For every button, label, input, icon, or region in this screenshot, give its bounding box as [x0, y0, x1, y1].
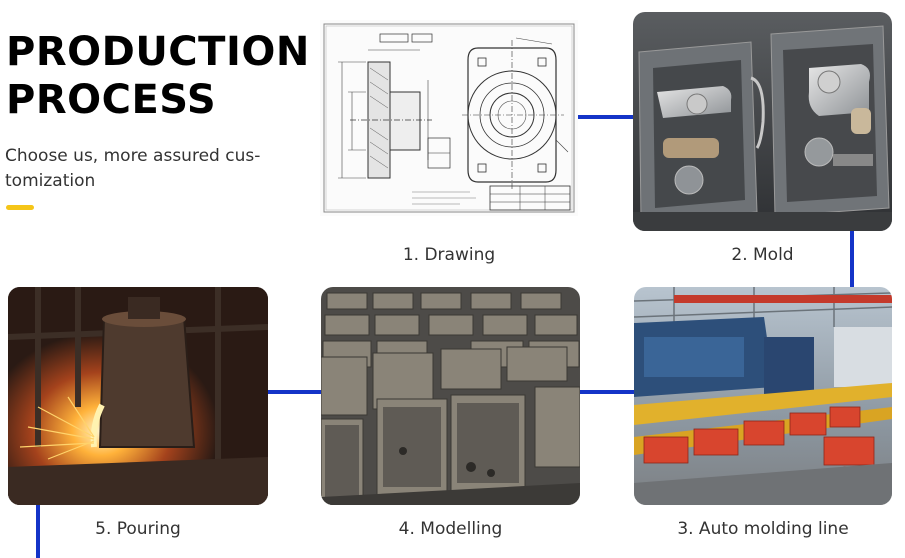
molding-line-image [634, 287, 892, 505]
step-5-caption: 5. Pouring [95, 519, 181, 539]
pouring-image [8, 287, 268, 505]
page-title: PRODUCTION PROCESS [6, 28, 310, 124]
step-3-caption: 3. Auto molding line [677, 519, 849, 539]
drawing-image [320, 20, 578, 216]
title-line-2: PROCESS [6, 77, 217, 123]
mold-image [633, 12, 892, 231]
connector-mold-to-molding-line [850, 231, 854, 287]
step-2-caption: 2. Mold [731, 245, 794, 265]
subtitle-line-1: Choose us, more assured cus- [5, 146, 261, 166]
connector-molding-line-to-modelling [580, 390, 634, 394]
title-line-1: PRODUCTION [6, 29, 310, 75]
subtitle-line-2: tomization [5, 171, 96, 191]
step-4-caption: 4. Modelling [398, 519, 503, 539]
connector-drawing-to-mold [578, 115, 634, 119]
connector-pouring-down [36, 505, 40, 558]
subtitle: Choose us, more assured cus- tomization [5, 144, 295, 194]
step-1-caption: 1. Drawing [402, 245, 496, 265]
connector-modelling-to-pouring [268, 390, 321, 394]
modelling-image [321, 287, 580, 505]
accent-bar [6, 205, 34, 210]
